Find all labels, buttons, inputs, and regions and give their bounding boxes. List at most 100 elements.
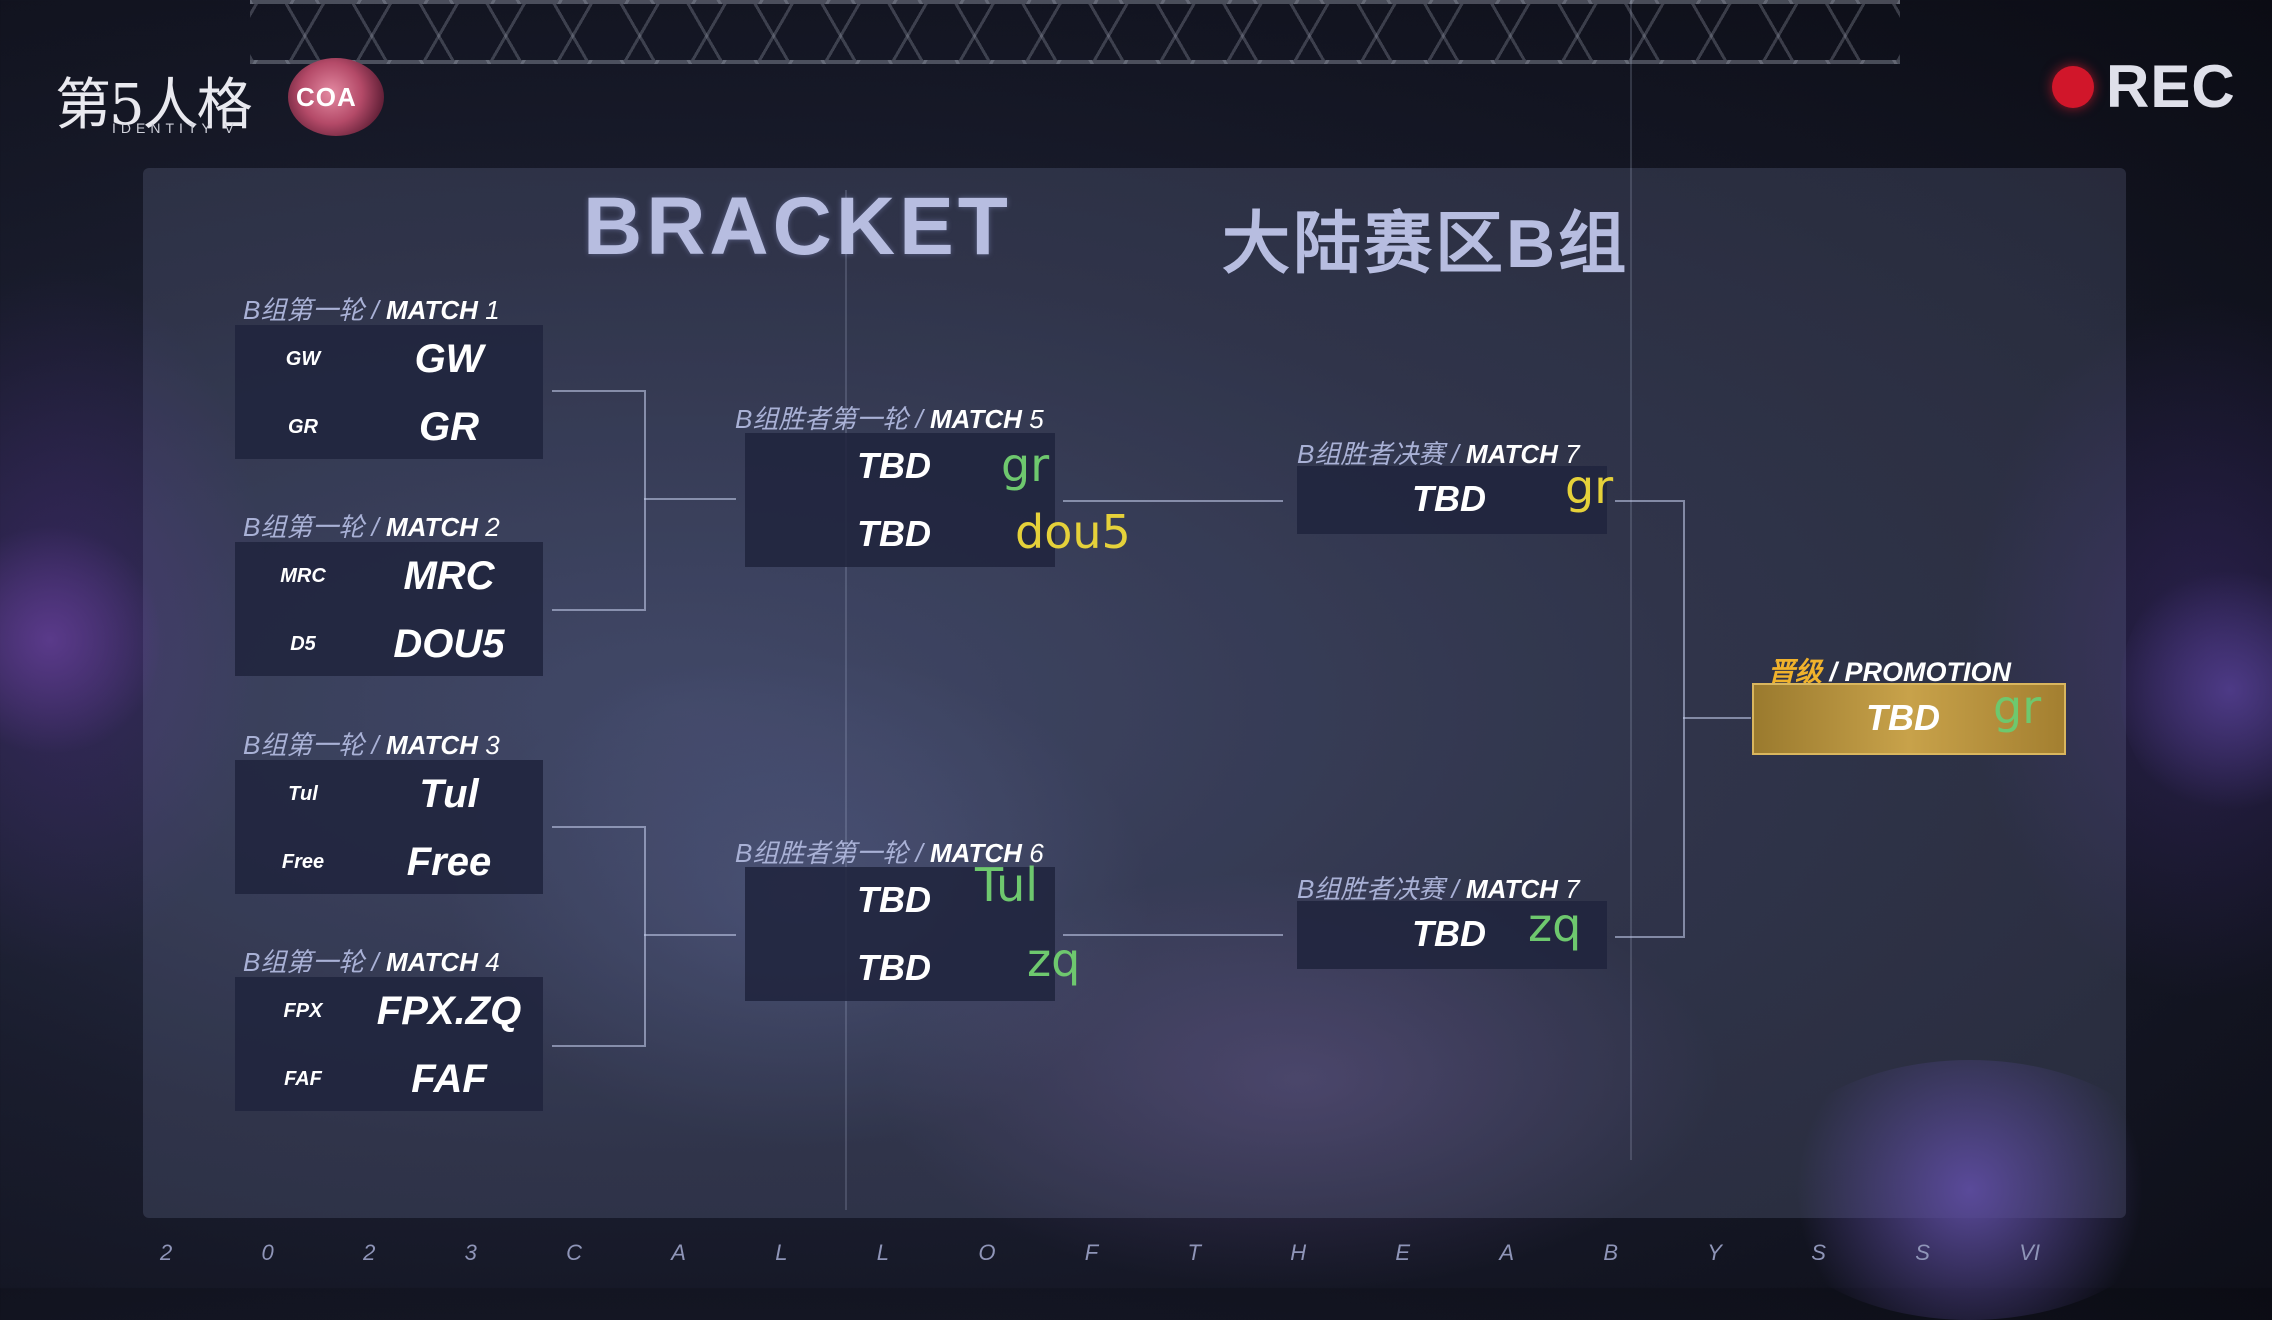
match-label-en: MATCH (386, 295, 478, 325)
game-logo-subtitle: IDENTITY V (112, 120, 239, 136)
team-logo-icon: GW (285, 347, 321, 370)
match-label-cn: B组胜者第一轮 (735, 404, 909, 434)
event-logo-text: COA (296, 82, 357, 112)
page-title: BRACKET (583, 181, 1012, 272)
footer-letter: Y (1707, 1240, 1722, 1265)
team-name: FPX.ZQ (376, 988, 522, 1033)
team-name: GR (419, 404, 479, 449)
team-logo-icon: D5 (290, 632, 316, 655)
slot-name: TBD (1866, 697, 1940, 738)
bracket-connector (644, 498, 736, 500)
team-name: GW (414, 336, 484, 381)
match-label: B组第一轮 / MATCH 3 (243, 730, 500, 760)
promotion-label: 晋级 / PROMOTION (1768, 657, 2012, 687)
slot-name: TBD (1412, 478, 1486, 519)
match-label: B组胜者第一轮 / MATCH 6 (735, 838, 1044, 868)
handwritten-note: zq (1528, 898, 1582, 952)
match-label: B组第一轮 / MATCH 2 (243, 512, 500, 542)
match-label-cn: B组第一轮 (243, 295, 365, 325)
footer-letter: C (566, 1240, 583, 1265)
match-label-en: MATCH (930, 404, 1022, 434)
match-label-cn: B组第一轮 (243, 730, 365, 760)
panel-divider (1630, 0, 1632, 1160)
promotion-label-en: PROMOTION (1844, 657, 2012, 687)
footer-letter: A (671, 1240, 686, 1265)
recording-label: REC (2106, 53, 2236, 120)
match-label-en: MATCH (386, 512, 478, 542)
team-name: Tul (419, 771, 479, 816)
match-number: 5 (1029, 404, 1044, 434)
footer-letter: O (978, 1240, 996, 1265)
match-label: B组胜者第一轮 / MATCH 5 (735, 404, 1044, 434)
footer-letter: A (1499, 1240, 1515, 1265)
team-row: GR GR (235, 393, 543, 461)
event-logo (288, 58, 384, 136)
record-dot-icon (2052, 65, 2094, 108)
bracket-connector (1683, 717, 1751, 719)
bracket-connector (644, 934, 736, 936)
team-row: FPX FPX.ZQ (235, 977, 543, 1045)
match-number: 4 (485, 947, 500, 977)
team-name: DOU5 (393, 621, 505, 666)
tentacle-decoration (1760, 1060, 2180, 1320)
footer-letter: 2 (160, 1240, 173, 1265)
team-logo-icon: GR (288, 415, 318, 438)
match-card: MRC MRC D5 DOU5 (235, 542, 543, 676)
slot-name: TBD (857, 879, 931, 920)
match-number: 6 (1029, 838, 1044, 868)
footer-letter: 2 (363, 1240, 376, 1265)
team-logo-icon: FPX (283, 999, 323, 1022)
match-label-en: MATCH (386, 730, 478, 760)
footer-letter: VI (2019, 1240, 2040, 1265)
handwritten-note: gr (1565, 460, 1614, 514)
page-subtitle: 大陆赛区B组 (1222, 206, 1630, 282)
match-label-cn: B组胜者第一轮 (735, 838, 909, 868)
team-row: Tul Tul (235, 760, 543, 828)
match-number: 3 (485, 730, 500, 760)
match-number: 7 (1565, 439, 1580, 469)
bracket-connector (552, 826, 646, 1047)
match-label: B组胜者决赛 / MATCH 7 (1297, 874, 1580, 904)
footer-letter: L (876, 1240, 890, 1265)
match-card: FPX FPX.ZQ FAF FAF (235, 977, 543, 1111)
footer-letter: 3 (464, 1240, 477, 1265)
match-label-cn: B组胜者决赛 (1297, 874, 1445, 904)
team-row: Free Free (235, 828, 543, 896)
bracket-connector (1063, 500, 1283, 502)
team-row: FAF FAF (235, 1045, 543, 1113)
match-number: 1 (485, 295, 500, 325)
handwritten-note: gr (1001, 438, 1050, 492)
promotion-card: TBD (1752, 683, 2066, 755)
match-number: 2 (485, 512, 500, 542)
match-label-cn: B组胜者决赛 (1297, 439, 1445, 469)
bracket-connector (552, 390, 646, 611)
bracket-connector (1063, 934, 1283, 936)
match-number: 7 (1565, 874, 1580, 904)
slot-name: TBD (857, 513, 931, 554)
match-label-en: MATCH (1466, 439, 1558, 469)
footer-letter: F (1084, 1240, 1099, 1265)
match-card: GW GW GR GR (235, 325, 543, 459)
match-card: TBD (1297, 466, 1607, 534)
team-name: MRC (403, 553, 495, 598)
panel-divider (845, 190, 847, 1210)
footer-letter: L (775, 1240, 788, 1265)
match-label-en: MATCH (386, 947, 478, 977)
handwritten-note: dou5 (1015, 505, 1131, 559)
match-card: TBD TBD (745, 867, 1055, 1001)
footer-letter: H (1290, 1240, 1307, 1265)
game-logo-text: 第5人格 (55, 73, 253, 138)
footer-letter: 0 (261, 1240, 274, 1265)
recording-indicator: REC (2052, 52, 2236, 121)
team-name: FAF (411, 1056, 487, 1101)
team-row: MRC MRC (235, 542, 543, 610)
team-logo-icon: Free (281, 850, 325, 873)
team-row: D5 DOU5 (235, 610, 543, 678)
footer-letter: E (1395, 1240, 1411, 1265)
match-label: B组胜者决赛 / MATCH 7 (1297, 439, 1580, 469)
stage-truss (250, 0, 1900, 64)
handwritten-note: zq (1027, 933, 1081, 987)
team-row: GW GW (235, 325, 543, 393)
promotion-label-cn: 晋级 (1768, 657, 1822, 687)
